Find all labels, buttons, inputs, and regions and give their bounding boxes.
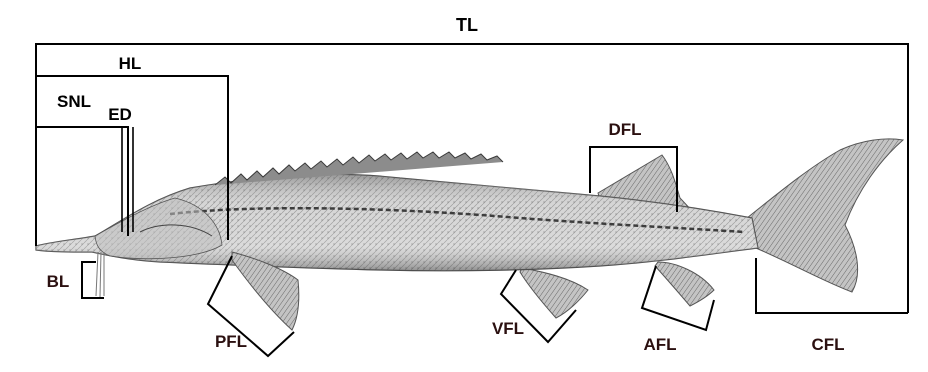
anal-fin	[655, 262, 714, 306]
label-bl: BL	[47, 272, 70, 291]
label-cfl: CFL	[811, 335, 844, 354]
label-vfl: VFL	[492, 319, 524, 338]
sturgeon-illustration	[36, 139, 903, 330]
ventral-fin	[520, 268, 588, 318]
label-tl: TL	[456, 15, 478, 35]
label-hl: HL	[119, 54, 142, 73]
snl-bracket	[36, 127, 128, 236]
label-dfl: DFL	[608, 120, 641, 139]
label-afl: AFL	[643, 335, 676, 354]
tl-bracket	[36, 44, 908, 313]
barbels	[96, 252, 104, 297]
label-pfl: PFL	[215, 332, 247, 351]
label-ed: ED	[108, 105, 132, 124]
label-snl: SNL	[57, 92, 91, 111]
caudal-fin	[742, 139, 903, 292]
